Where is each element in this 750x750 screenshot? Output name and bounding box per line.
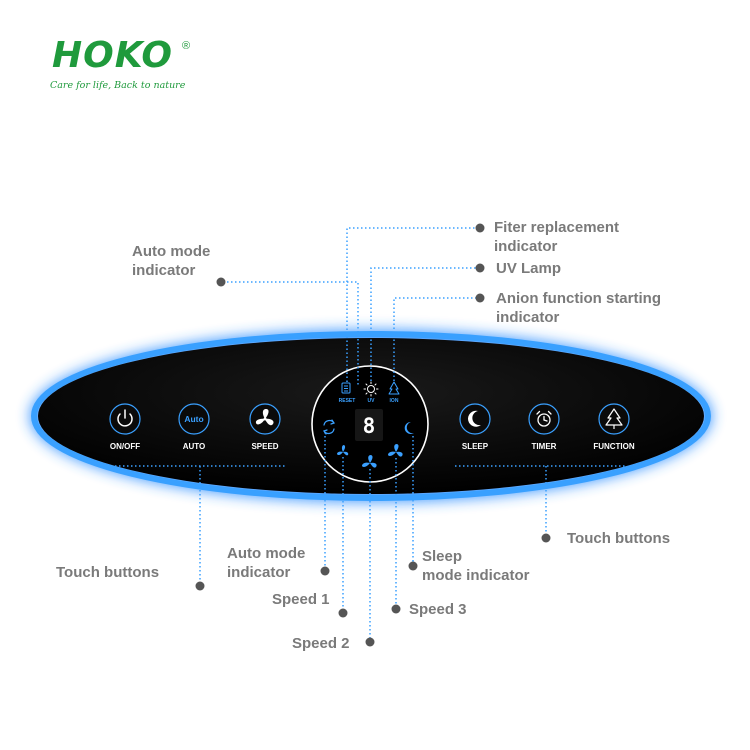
- uv-label: UV: [368, 398, 376, 404]
- function-label: FUNCTION: [593, 442, 635, 451]
- sleep-button[interactable]: SLEEP: [459, 403, 491, 451]
- sleep-mode-moon-icon: [404, 421, 414, 434]
- speed1-dot: [338, 608, 348, 618]
- panel-rim: [31, 331, 711, 501]
- registered-mark: ®: [182, 40, 191, 52]
- anion-callout: Anion function starting indicator: [496, 290, 661, 326]
- onoff-button[interactable]: ON/OFF: [109, 403, 141, 451]
- alarm-clock-icon: [536, 410, 552, 427]
- reset-label: RESET: [339, 398, 356, 404]
- ion-label: ION: [390, 398, 399, 404]
- anion-dot: [475, 293, 485, 303]
- uv-dot: [475, 263, 485, 273]
- brand-name: HOKO: [52, 35, 173, 76]
- function-button[interactable]: FUNCTION: [593, 403, 635, 451]
- brand-logo: HOKO ® Care for life, Back to nature: [50, 35, 190, 92]
- anion-tree-icon: [388, 381, 400, 395]
- filter-callout: Fiter replacement indicator: [494, 219, 620, 255]
- ion-indicator: ION: [388, 381, 400, 404]
- auto-label: AUTO: [183, 442, 206, 451]
- digit-window: [355, 409, 383, 441]
- speed-label: SPEED: [251, 442, 278, 451]
- speed3-fan-icon: [388, 444, 403, 457]
- auto-icon: Auto: [184, 414, 203, 424]
- leader-lines: [199, 227, 547, 641]
- speed3-dot: [391, 604, 401, 614]
- auto-bottom-callout: Auto mode indicator: [227, 545, 306, 581]
- speed2-dot: [365, 637, 375, 647]
- filter-leader-line: [346, 227, 478, 382]
- brand-tagline: Care for life, Back to nature: [50, 80, 186, 91]
- timer-label: TIMER: [532, 442, 557, 451]
- auto-bottom-dot: [320, 566, 330, 576]
- filter-icon: [341, 382, 351, 394]
- touch-left-dot: [195, 581, 205, 591]
- speed1-fan-icon: [337, 445, 349, 456]
- uv-callout: UV Lamp: [496, 260, 562, 277]
- power-icon: [117, 409, 133, 427]
- touch-right-dot: [541, 533, 551, 543]
- filter-dot: [475, 223, 485, 233]
- filter-indicator: RESET: [339, 382, 356, 404]
- onoff-label: ON/OFF: [110, 442, 140, 451]
- tree-icon: [605, 408, 623, 429]
- touch-left-callout: Touch buttons: [56, 564, 160, 581]
- fan-icon: [255, 409, 274, 426]
- digit-display: 8: [363, 414, 376, 438]
- auto-top-leader-line: [223, 281, 359, 387]
- speed3-callout: Speed 3: [409, 601, 467, 618]
- speed2-callout: Speed 2: [292, 635, 350, 652]
- auto-top-dot: [216, 277, 226, 287]
- uv-leader-line: [370, 267, 478, 381]
- moon-icon: [468, 410, 481, 427]
- uv-indicator: UV: [363, 381, 379, 404]
- callout-dots: [195, 223, 551, 647]
- sleep-label: SLEEP: [462, 442, 489, 451]
- speed2-fan-icon: [362, 455, 377, 468]
- auto-button[interactable]: Auto AUTO: [178, 403, 210, 451]
- speed-button[interactable]: SPEED: [249, 403, 281, 451]
- center-display: 8 RESET UV: [311, 365, 429, 483]
- auto-top-callout: Auto mode indicator: [132, 243, 211, 279]
- sun-icon: [363, 381, 379, 397]
- sleep-callout: Sleep mode indicator: [422, 548, 530, 584]
- speed1-callout: Speed 1: [272, 591, 330, 608]
- timer-button[interactable]: TIMER: [528, 403, 560, 451]
- touch-right-callout: Touch buttons: [567, 530, 671, 547]
- sleep-dot: [408, 561, 418, 571]
